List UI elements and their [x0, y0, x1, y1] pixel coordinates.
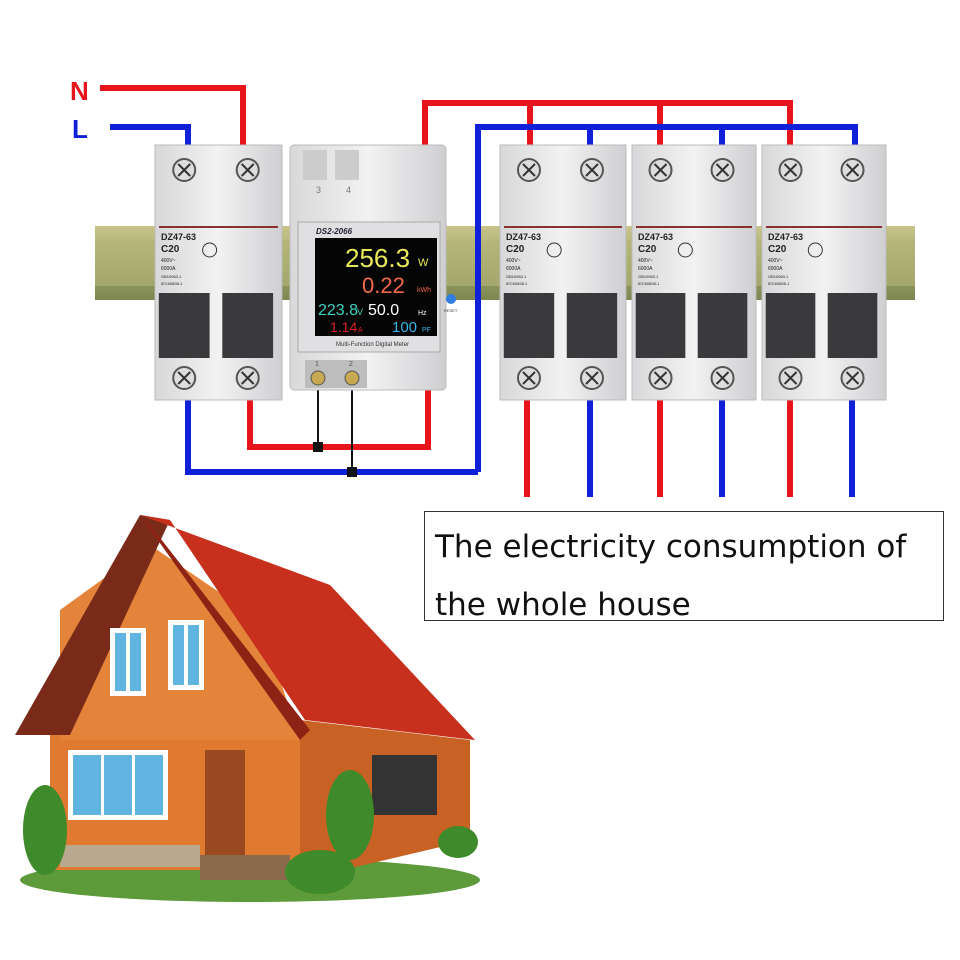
house-illustration	[15, 515, 480, 902]
terminal-1-label: 1	[315, 361, 319, 368]
wire-junction	[313, 442, 323, 452]
terminal-3-label: 3	[316, 185, 321, 195]
current-unit: A	[358, 327, 363, 334]
breaker-label: GB10963.1	[506, 274, 527, 279]
breaker-label: 400V~	[638, 258, 653, 264]
neutral-bottom-wire	[247, 388, 431, 450]
breaker-label: C20	[506, 244, 525, 255]
power-reading: 256.3	[345, 243, 410, 273]
breaker-body	[154, 144, 283, 401]
wire-junction	[347, 467, 357, 477]
breaker-label: 6000A	[638, 266, 653, 272]
house-windows	[73, 625, 199, 815]
meter-label: Multi-Function Digital Meter	[336, 342, 409, 348]
breaker-label: GB10963.1	[638, 274, 659, 279]
terminal-4-label: 4	[346, 185, 351, 195]
terminal-screw-icon	[310, 370, 326, 386]
breaker-label: IEC60898-1	[768, 281, 790, 286]
breaker-label: 6000A	[768, 266, 783, 272]
caption-box: The electricity consumption of the whole…	[424, 511, 944, 623]
breaker-toggle[interactable]	[765, 293, 816, 358]
house-door	[205, 750, 245, 855]
breaker-label: 400V~	[768, 258, 783, 264]
breaker-label: C20	[638, 244, 657, 255]
breaker-label: C20	[161, 244, 180, 255]
terminal-screw-icon	[344, 370, 360, 386]
live-bottom-wire	[185, 395, 478, 475]
current-reading: 1.14	[330, 319, 357, 335]
breaker-label: 6000A	[506, 266, 521, 272]
energy-reading: 0.22	[362, 273, 405, 298]
voltage-unit: V	[357, 307, 363, 317]
power-unit: W	[418, 257, 429, 269]
breaker-body	[499, 144, 627, 401]
breaker-toggle[interactable]	[635, 293, 686, 358]
breaker-label: IEC60898-1	[638, 281, 660, 286]
energy-unit: kWh	[417, 287, 431, 294]
ccc-mark-icon	[807, 242, 823, 258]
breaker-label: GB10963.1	[161, 274, 182, 279]
output-wires-red	[524, 398, 793, 497]
breaker-label: IEC60898-1	[506, 281, 528, 286]
voltage-reading: 223.8	[318, 302, 358, 319]
breaker-label: DZ47-63	[506, 232, 541, 242]
breaker-label: GB10963.1	[768, 274, 789, 279]
meter-model: DS2-2066	[316, 227, 353, 236]
breaker-body	[761, 144, 887, 401]
breaker-toggle[interactable]	[503, 293, 555, 358]
breaker-label: DZ47-63	[161, 232, 196, 242]
live-label: L	[72, 114, 88, 144]
breaker-body	[631, 144, 757, 401]
breaker-toggle[interactable]	[566, 293, 618, 358]
output-wires-blue	[587, 398, 855, 497]
breaker-group: DZ47-63C20400V~6000AGB10963.1IEC60898-1D…	[154, 144, 887, 401]
frequency-unit: Hz	[418, 310, 427, 317]
pf-unit: PF	[422, 327, 431, 334]
breaker-toggle[interactable]	[697, 293, 748, 358]
breaker-label: IEC60898-1	[161, 281, 183, 286]
breaker-label: 6000A	[161, 266, 176, 272]
ccc-mark-icon	[546, 242, 562, 258]
breaker-toggle[interactable]	[158, 293, 210, 358]
breaker-label: DZ47-63	[768, 232, 803, 242]
breaker-label: C20	[768, 244, 787, 255]
breaker-label: DZ47-63	[638, 232, 673, 242]
breaker-label: 400V~	[161, 258, 176, 264]
meter-display	[315, 238, 437, 336]
frequency-reading: 50.0	[368, 302, 399, 319]
house-steps	[200, 855, 290, 880]
live-input-wire	[110, 124, 191, 148]
neutral-label: N	[70, 76, 89, 106]
shrubs	[23, 770, 478, 894]
breaker-toggle[interactable]	[222, 293, 274, 358]
reset-label: RESET	[444, 308, 458, 313]
reset-button[interactable]	[446, 294, 456, 304]
terminal-2-label: 2	[349, 361, 353, 368]
neutral-input-wire	[100, 85, 246, 148]
meter-sense-wires	[317, 385, 353, 472]
power-factor-reading: 100	[392, 319, 417, 336]
ccc-mark-icon	[202, 242, 218, 258]
roof	[140, 515, 475, 740]
digital-meter: 3 4 DS2-2066 256.3 W 0.22 kWh 223.8 V 50…	[289, 144, 458, 391]
breaker-label: 400V~	[506, 258, 521, 264]
ccc-mark-icon	[677, 242, 693, 258]
breaker-toggle[interactable]	[827, 293, 878, 358]
